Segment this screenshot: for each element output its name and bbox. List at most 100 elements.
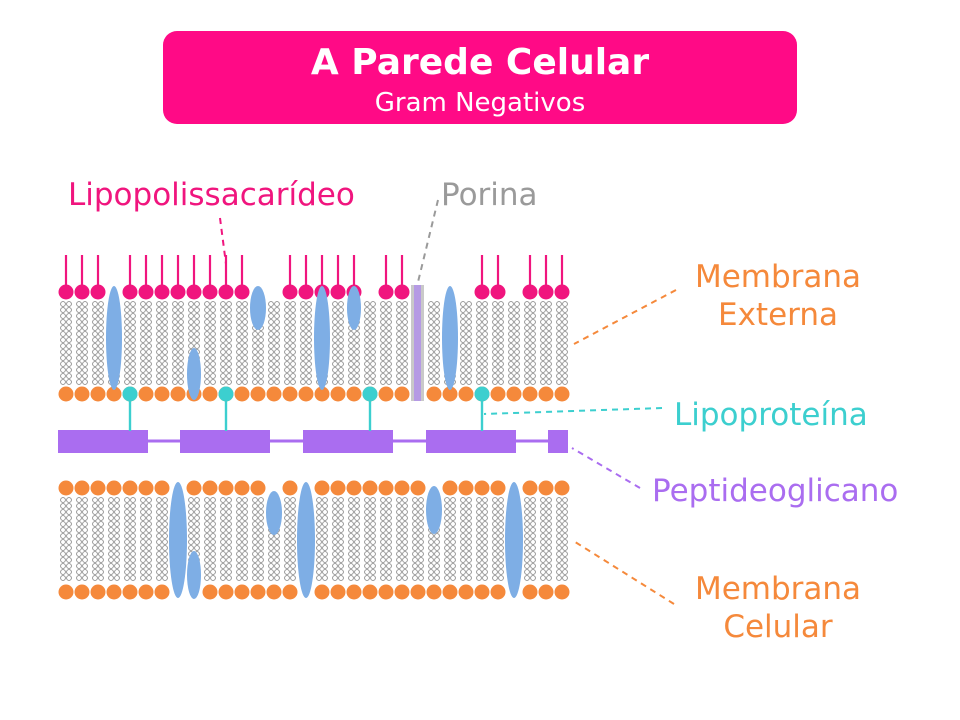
inner-lower-head — [410, 584, 426, 600]
inner-upper-head — [282, 480, 298, 496]
inner-upper-head — [138, 480, 154, 496]
outer-lower-head — [58, 386, 74, 402]
diagram-title: A Parede Celular — [310, 42, 650, 83]
membrane-protein — [314, 286, 330, 390]
membrane-protein — [187, 348, 201, 400]
outer-lower-head — [282, 386, 298, 402]
inner-lower-head — [218, 584, 234, 600]
membrane-protein — [266, 491, 282, 535]
peptidoglycan-block — [58, 430, 148, 453]
inner-lower-head — [378, 584, 394, 600]
inner-upper-head — [58, 480, 74, 496]
lipoprotein-head — [474, 386, 490, 402]
inner-upper-head — [330, 480, 346, 496]
lps-head — [554, 284, 570, 300]
inner-upper-head — [186, 480, 202, 496]
inner-upper-head — [154, 480, 170, 496]
inner-upper-head — [554, 480, 570, 496]
outer-lower-head — [554, 386, 570, 402]
title-box: A Parede Celular Gram Negativos — [163, 31, 797, 124]
label-outer-membrane: Membrana Externa — [686, 258, 870, 334]
inner-lower-head — [58, 584, 74, 600]
lps-head — [154, 284, 170, 300]
lps-head — [74, 284, 90, 300]
lps-head — [282, 284, 298, 300]
leader-lines — [219, 199, 677, 605]
porin-core — [414, 285, 421, 401]
membrane-protein — [426, 486, 442, 534]
inner-upper-head — [410, 480, 426, 496]
porin-leader — [417, 199, 439, 283]
outer-lower-head — [154, 386, 170, 402]
inner-upper-head — [314, 480, 330, 496]
inner-lower-head — [234, 584, 250, 600]
outer-lower-head — [234, 386, 250, 402]
inner-lower-head — [442, 584, 458, 600]
inner-upper-head — [458, 480, 474, 496]
outer-lower-head — [266, 386, 282, 402]
outer-lower-head — [314, 386, 330, 402]
inner-lower-head — [266, 584, 282, 600]
lipoproteins — [122, 386, 490, 431]
membrane-protein — [187, 551, 201, 599]
membrane-protein — [347, 286, 361, 330]
peptidoglycan-block — [548, 430, 568, 453]
inner-lower-head — [522, 584, 538, 600]
outer-lower-head — [538, 386, 554, 402]
lps-head — [170, 284, 186, 300]
label-outer-membrane-line1: Membrana — [694, 259, 862, 295]
label-porin: Porina — [441, 177, 538, 213]
lps-head — [234, 284, 250, 300]
inner-lower-head — [74, 584, 90, 600]
lps-head — [58, 284, 74, 300]
label-lps: Lipopolissacarídeo — [68, 177, 355, 213]
lps-head — [90, 284, 106, 300]
lipoprotein-head — [122, 386, 138, 402]
inner-lower-head — [538, 584, 554, 600]
lps-head — [490, 284, 506, 300]
lps-head — [218, 284, 234, 300]
outer-lower-head — [346, 386, 362, 402]
inner-upper-head — [90, 480, 106, 496]
inner-lower-head — [250, 584, 266, 600]
peptidoglycan-leader — [571, 447, 641, 489]
lps-head — [138, 284, 154, 300]
inner-upper-head — [122, 480, 138, 496]
peptidoglycan-block — [303, 430, 393, 453]
outer-lower-head — [250, 386, 266, 402]
outer-lower-head — [426, 386, 442, 402]
peptidoglycan-block — [180, 430, 270, 453]
inner-lower-head — [314, 584, 330, 600]
inner-lower-head — [138, 584, 154, 600]
membrane-protein — [169, 482, 187, 598]
inner-lower-head — [346, 584, 362, 600]
peptidoglycan-layer — [58, 430, 568, 453]
inner-upper-head — [538, 480, 554, 496]
label-cell-membrane-line1: Membrana — [694, 571, 862, 607]
cell-membrane-leader — [571, 539, 675, 605]
outer-lower-head — [106, 386, 122, 402]
inner-upper-head — [442, 480, 458, 496]
lipoprotein-head — [362, 386, 378, 402]
membrane-protein — [505, 482, 523, 598]
label-cell-membrane-line2: Celular — [723, 609, 833, 645]
outer-lower-head — [458, 386, 474, 402]
inner-upper-head — [490, 480, 506, 496]
outer-lower-head — [138, 386, 154, 402]
inner-lower-head — [154, 584, 170, 600]
inner-lower-head — [282, 584, 298, 600]
outer-lower-head — [490, 386, 506, 402]
membrane-protein — [106, 286, 122, 390]
inner-lower-head — [106, 584, 122, 600]
inner-upper-head — [394, 480, 410, 496]
inner-lower-head — [122, 584, 138, 600]
inner-lower-head — [458, 584, 474, 600]
outer-lower-head — [522, 386, 538, 402]
outer-lower-head — [90, 386, 106, 402]
inner-upper-head — [234, 480, 250, 496]
outer-lower-head — [442, 386, 458, 402]
inner-lower-head — [362, 584, 378, 600]
lipoprotein-head — [218, 386, 234, 402]
peptidoglycan-block — [426, 430, 516, 453]
